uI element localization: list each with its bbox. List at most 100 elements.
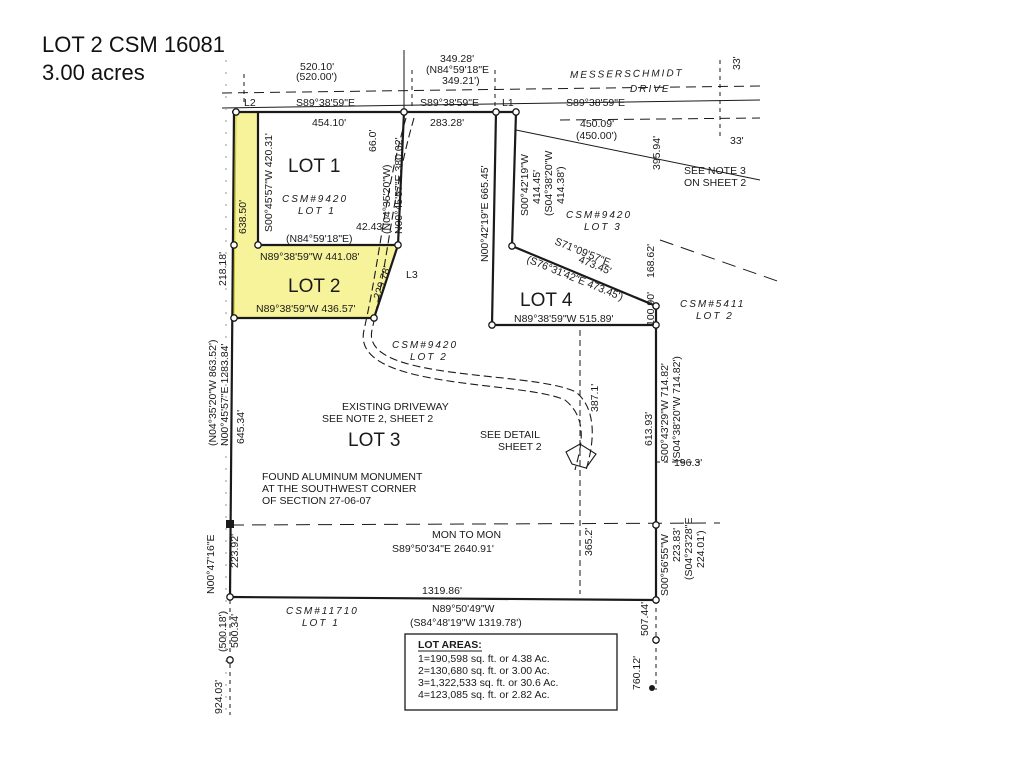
lot-areas-box xyxy=(404,633,618,711)
lot2-label: LOT 2 xyxy=(288,276,340,297)
note3-line1: SEE NOTE 3 xyxy=(684,165,746,177)
lot-areas-heading: LOT AREAS: xyxy=(418,639,482,651)
dist-450: 450.09' xyxy=(580,118,614,130)
monument-line2: AT THE SOUTHWEST CORNER xyxy=(262,483,417,495)
dim-520: 520.10' xyxy=(300,61,334,73)
l3-label: L3 xyxy=(406,269,418,281)
dist-42: 42.43' xyxy=(356,221,384,233)
dist-365: 365.2' xyxy=(583,528,595,556)
see-detail-sheet: SHEET 2 xyxy=(498,441,542,453)
bearing-665: N00°42'19"E 665.45' xyxy=(479,165,491,262)
lot-area-1: 1=190,598 sq. ft. or 4.38 Ac. xyxy=(418,653,550,665)
mon-to-mon-label: MON TO MON xyxy=(432,529,501,541)
csm-9420-lot2-lot: LOT 2 xyxy=(410,352,448,363)
monument-line3: OF SECTION 27-06-07 xyxy=(262,495,371,507)
lot-area-3: 3=1,322,533 sq. ft. or 30.6 Ac. xyxy=(418,677,558,689)
dist-500: 500.34' xyxy=(229,614,241,648)
lot3-label: LOT 3 xyxy=(348,430,400,451)
bearing-1319-record: (S84°48'19"W 1319.78') xyxy=(410,617,522,629)
parcel-boundaries xyxy=(228,110,658,602)
bearing-top-right: S89°38'59"E xyxy=(566,97,625,109)
map-title: LOT 2 CSM 16081 xyxy=(42,32,226,57)
dim-349-bearing: (N84°59'18"E xyxy=(426,64,489,76)
bearing-515: N89°38'59"W 515.89' xyxy=(514,313,614,325)
csm-9420-lot1-ref: CSM#9420 xyxy=(282,194,348,205)
bearing-223-east: S00°56'55"W xyxy=(659,534,671,596)
bearing-863-record: (N04°35'20"W 863.52') xyxy=(207,340,219,447)
bearing-1283: N00°45'57"E 1283.84' xyxy=(219,344,231,446)
bearing-436: N89°38'59"W 436.57' xyxy=(256,303,356,315)
dim-349: 349.28' xyxy=(440,53,474,65)
driveway-note: SEE NOTE 2, SHEET 2 xyxy=(322,413,433,425)
existing-driveway xyxy=(362,117,582,471)
csm-9420-lot2-ref: CSM#9420 xyxy=(392,340,458,351)
csm-9420-lot3-ref: CSM#9420 xyxy=(566,210,632,221)
bearing-714: S00°43'29"W 714.82' xyxy=(659,363,671,462)
csm-5411-lot: LOT 2 xyxy=(696,311,734,322)
csm-9420-lot3-lot: LOT 3 xyxy=(584,222,622,233)
dist-638: 638.50' xyxy=(237,200,249,234)
dist-100: 100.90' xyxy=(645,292,657,326)
dim-349-record: 349.21') xyxy=(442,75,480,87)
dist-645: 645.34' xyxy=(235,410,247,444)
dist-223-east: 223.83' xyxy=(671,528,683,562)
lot1-label: LOT 1 xyxy=(288,156,340,177)
l1-label: L1 xyxy=(502,97,514,109)
road-width-bottom: 33' xyxy=(730,135,744,147)
dist-760: 760.12' xyxy=(631,656,643,690)
road-name: MESSERSCHMIDT xyxy=(570,68,684,81)
see-detail-label: SEE DETAIL xyxy=(480,429,540,441)
road-name-suffix: DRIVE xyxy=(630,84,671,95)
bearing-420: S00°45'57"W 420.31' xyxy=(263,133,275,232)
dist-395: 395.94' xyxy=(651,136,663,170)
bearing-414-record: (S04°38'20"W xyxy=(543,151,555,216)
dist-613: 613.93' xyxy=(643,412,655,446)
dist-66: 66.0' xyxy=(367,130,379,152)
corner-markers xyxy=(226,108,660,664)
lot-area-2: 2=130,680 sq. ft. or 3.00 Ac. xyxy=(418,665,550,677)
dist-218: 218.18' xyxy=(217,252,229,286)
note3-line2: ON SHEET 2 xyxy=(684,177,746,189)
lot4-label: LOT 4 xyxy=(520,290,573,311)
bearing-441: N89°38'59"W 441.08' xyxy=(260,251,360,263)
csm-9420-lot1-lot: LOT 1 xyxy=(298,206,336,217)
csm-11710-lot: LOT 1 xyxy=(302,618,340,629)
bearing-380-record: (N04°35'20"W) xyxy=(381,165,393,234)
dist-196: 196.3' xyxy=(674,457,702,469)
dist-454: 454.10' xyxy=(312,117,346,129)
dist-387: 387.1' xyxy=(589,384,601,412)
l2-label: L2 xyxy=(244,97,256,109)
dist-283: 283.28' xyxy=(430,117,464,129)
bearing-1319: N89°50'49"W xyxy=(432,603,495,615)
driveway-label: EXISTING DRIVEWAY xyxy=(342,401,449,413)
dist-500-record: (500.18') xyxy=(217,611,229,652)
road-lines xyxy=(221,50,781,720)
dim-520-record: (520.00') xyxy=(296,71,337,83)
dist-223-east-record: 224.01') xyxy=(695,530,707,568)
map-subtitle-acres: 3.00 acres xyxy=(42,60,145,85)
detail-structure xyxy=(565,443,597,469)
bearing-223-west: N00°47'16"E xyxy=(205,534,217,594)
dist-168: 168.62' xyxy=(645,244,657,278)
bearing-714-record: (S04°38'20"W 714.82') xyxy=(671,356,683,462)
bearing-n84-record: (N84°59'18"E) xyxy=(286,233,353,245)
bearing-top-left: S89°38'59"E xyxy=(296,97,355,109)
bearing-414: S00°42'19"W xyxy=(519,154,531,216)
dist-507: 507.44' xyxy=(639,602,651,636)
bearing-223-east-record: (S04°23'28"E xyxy=(683,518,695,580)
dist-414-record: 414.38') xyxy=(555,166,567,204)
csm-11710-ref: CSM#11710 xyxy=(286,606,359,617)
csm-5411-ref: CSM#5411 xyxy=(680,299,745,310)
dist-924: 924.03' xyxy=(213,680,225,714)
bearing-380: N00°45'57"E 380.02' xyxy=(393,137,405,234)
dist-450-record: (450.00') xyxy=(576,130,617,142)
dist-223-west: 223.92' xyxy=(229,534,241,568)
lot-area-4: 4=123,085 sq. ft. or 2.82 Ac. xyxy=(418,689,550,701)
aluminum-monument-marker xyxy=(226,520,234,528)
road-width-top: 33' xyxy=(731,56,743,70)
dist-1319: 1319.86' xyxy=(422,585,462,597)
dist-414: 414.45' xyxy=(531,170,543,204)
bearing-top-mid: S89°38'59"E xyxy=(420,97,479,109)
bearing-2640: S89°50'34"E 2640.91' xyxy=(392,543,494,555)
